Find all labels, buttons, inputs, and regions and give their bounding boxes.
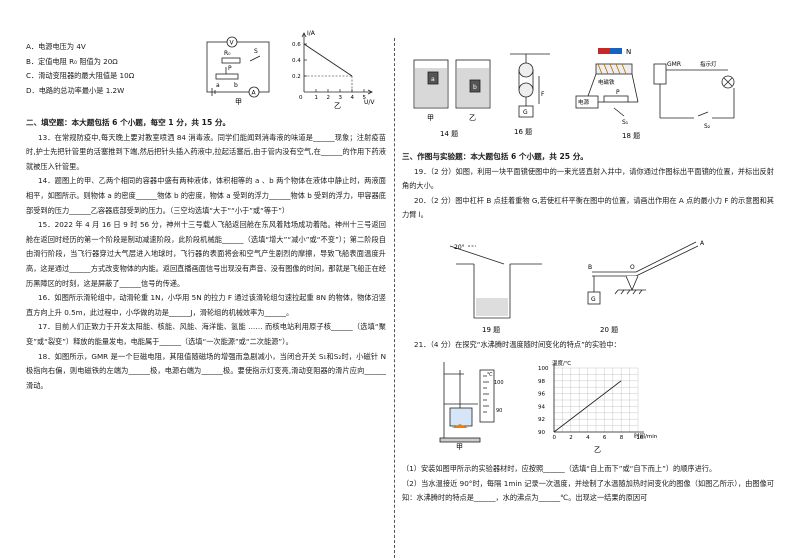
fig14-yi: 乙	[469, 114, 476, 122]
question-21-part-2: （2）当水温接近 90°时，每隔 1min 记录一次温度，并绘制了水温随加热时间…	[402, 478, 774, 503]
question-19: 19．（2 分）如图，利用一块平面镜使图中的一束光竖直射入井中，请你通过作图标出…	[402, 166, 774, 191]
graph-xtick: 4	[351, 95, 355, 101]
switch-label: S	[254, 48, 258, 55]
switch-s1-label: S₁	[622, 119, 629, 126]
question-16: 16．如图所示滑轮组中，动滑轮重 1N，小华用 5N 的拉力 F 通过该滑轮组匀…	[26, 293, 386, 317]
fig-19-well: 20° 19 题	[449, 244, 542, 334]
lamp-label: 指示灯	[700, 60, 717, 68]
fig19-caption: 19 题	[482, 326, 500, 334]
thermo-100: 100	[494, 380, 504, 386]
north-pole-label: N	[626, 48, 631, 56]
graph-xtick: 1	[315, 95, 319, 101]
option-c: C．滑动变阻器的最大阻值是 10Ω	[26, 71, 135, 81]
iu-line	[303, 43, 353, 77]
weight-g-label: G	[523, 109, 528, 116]
force-f-label: F	[541, 91, 545, 98]
option-d: D．电路的总功率最小是 1.2W	[26, 85, 125, 95]
section-2: 二、填空题：本大题包括 6 个小题，每空 1 分，共 15 分。 13．在常规防…	[26, 116, 386, 393]
fig-jia-label: 甲	[235, 98, 242, 106]
object-b-label: b	[473, 84, 477, 91]
fig14-jia: 甲	[427, 114, 434, 122]
slider-label: P	[228, 65, 232, 72]
question-20: 20．（2 分）图中杠杆 B 点挂着重物 G,若使杠杆平衡在图中的位置，请画出作…	[402, 195, 774, 220]
column-divider	[394, 38, 395, 558]
graph-ylabel: I/A	[307, 30, 316, 37]
question-21-part-1: （1）安装如图甲所示的实验器材时，应按照______（选填“自上而下”或“自下而…	[402, 464, 717, 473]
fig-14-containers: a b 甲 乙 14 题	[413, 59, 491, 138]
option-a: A．电源电压为 4V	[26, 42, 86, 51]
question-18: 18．如图所示，GMR 是一个巨磁电阻，其阻值随磁场的增强而急剧减小，当闭合开关…	[26, 351, 386, 390]
temp-ytick: 92	[538, 417, 545, 423]
question-14: 14．题图上的甲、乙两个相同的容器中盛有两种液体，体积相等的 a 、b 两个物体…	[26, 176, 386, 215]
graph-xtick: 5	[363, 95, 367, 101]
q12-circuit-figure: V A R₀ S P a b 甲	[206, 36, 270, 106]
temp-ytick: 90	[538, 430, 545, 436]
lever-b-label: B	[588, 264, 592, 271]
temp-graph-xlabel: 时间/min	[634, 432, 658, 440]
q12-iu-graph: 0.6 0.4 0.2 1 2 3 4 5 I/A U/V 0 乙	[292, 30, 375, 110]
electromagnet-label: 电磁铁	[598, 78, 615, 86]
graph-ytick: 0.4	[292, 58, 301, 64]
temp-xtick: 4	[586, 435, 590, 441]
end-a-label: a	[216, 82, 220, 89]
lever-a-label: A	[700, 240, 705, 247]
fig14-caption: 14 题	[440, 130, 458, 138]
end-b-label: b	[234, 82, 238, 89]
object-a-label: a	[431, 76, 435, 83]
q12-options: A．电源电压为 4V B．定值电阻 R₀ 阻值为 20Ω C．滑动变阻器的最大阻…	[26, 40, 206, 98]
lever-o-label: O	[630, 264, 635, 271]
fig16-caption: 16 题	[514, 128, 532, 136]
question-17: 17．目前人们正致力于开发太阳能、核能、风能、海洋能、氢能 …… 而核电站利用原…	[26, 322, 386, 346]
graph-ytick: 0.2	[292, 74, 301, 80]
fig20-caption: 20 题	[600, 326, 618, 334]
temp-xtick: 10	[637, 435, 644, 441]
voltmeter-label: V	[230, 40, 235, 47]
slider-p-label: P	[616, 89, 620, 96]
temp-ytick: 94	[538, 404, 545, 410]
temp-ytick: 100	[538, 366, 549, 372]
temp-graph-ylabel: 温度/℃	[552, 359, 571, 367]
power-source-label: 电源	[578, 98, 590, 106]
thermo-90: 90	[496, 408, 502, 414]
graph-xtick: 3	[339, 95, 343, 101]
temp-xtick: 0	[553, 435, 557, 441]
temp-xtick: 2	[569, 435, 573, 441]
fig-20-lever: A B O G 20 题	[587, 240, 705, 334]
fig-21-apparatus: ℃ 100 90 甲	[439, 362, 504, 450]
question-21-parts: （1）安装如图甲所示的实验器材时，应按照______（选填“自上而下”或“自下而…	[402, 462, 774, 506]
ammeter-label: A	[252, 90, 257, 97]
section-2-heading: 二、填空题：本大题包括 6 个小题，每空 1 分，共 15 分。	[26, 118, 231, 127]
section-3-heading: 三、作图与实验题：本大题包括 6 个小题，共 25 分。	[402, 152, 588, 161]
angle-label: 20°	[454, 244, 465, 251]
question-21: 21．（4 分）在探究“水沸腾时温度随时间变化的特点”的实验中：	[414, 340, 621, 349]
fig-yi-label: 乙	[334, 102, 341, 110]
question-13: 13．在常规防疫中,每天晚上要对教室喷洒 84 消毒液。同学们能闻到消毒液的味道…	[26, 132, 386, 171]
question-21-intro: 21．（4 分）在探究“水沸腾时温度随时间变化的特点”的实验中：	[402, 338, 774, 353]
fig-21-temperature-graph: 100 98 96 94 92 90 0 2 4 6 8 10 温度/℃ 时间/min 乙	[538, 359, 658, 454]
temp-ytick: 96	[538, 392, 545, 398]
temp-xtick: 8	[620, 435, 624, 441]
lever-g-label: G	[591, 296, 596, 303]
fig18-caption: 18 题	[622, 132, 640, 140]
graph-ytick: 0.6	[292, 42, 301, 48]
thermo-unit: ℃	[487, 372, 493, 378]
question-15: 15．2022 年 4 月 16 日 9 时 56 分，神州十三号载人飞船返回舱…	[26, 220, 386, 288]
graph-xtick: 2	[327, 95, 331, 101]
option-b: B．定值电阻 R₀ 阻值为 20Ω	[26, 56, 118, 66]
temp-ytick: 98	[538, 379, 545, 385]
temperature-line	[553, 380, 622, 433]
graph-origin: 0	[299, 95, 303, 101]
switch-s2-label: S₂	[704, 123, 711, 130]
r0-label: R₀	[224, 50, 231, 57]
section-3-top: 三、作图与实验题：本大题包括 6 个小题，共 25 分。 19．（2 分）如图，…	[402, 150, 774, 223]
fig-18-gmr-circuit: N 电磁铁 GMR 指示灯 电源 P S₁ S₂ 18 题	[575, 48, 735, 140]
fig21-jia: 甲	[456, 443, 463, 450]
graph-xlabel: U/V	[364, 99, 375, 106]
fig21-yi: 乙	[594, 446, 601, 454]
fig-16-pulley: F G 16 题	[510, 53, 550, 136]
gmr-label: GMR	[667, 61, 681, 68]
temp-xtick: 6	[603, 435, 607, 441]
